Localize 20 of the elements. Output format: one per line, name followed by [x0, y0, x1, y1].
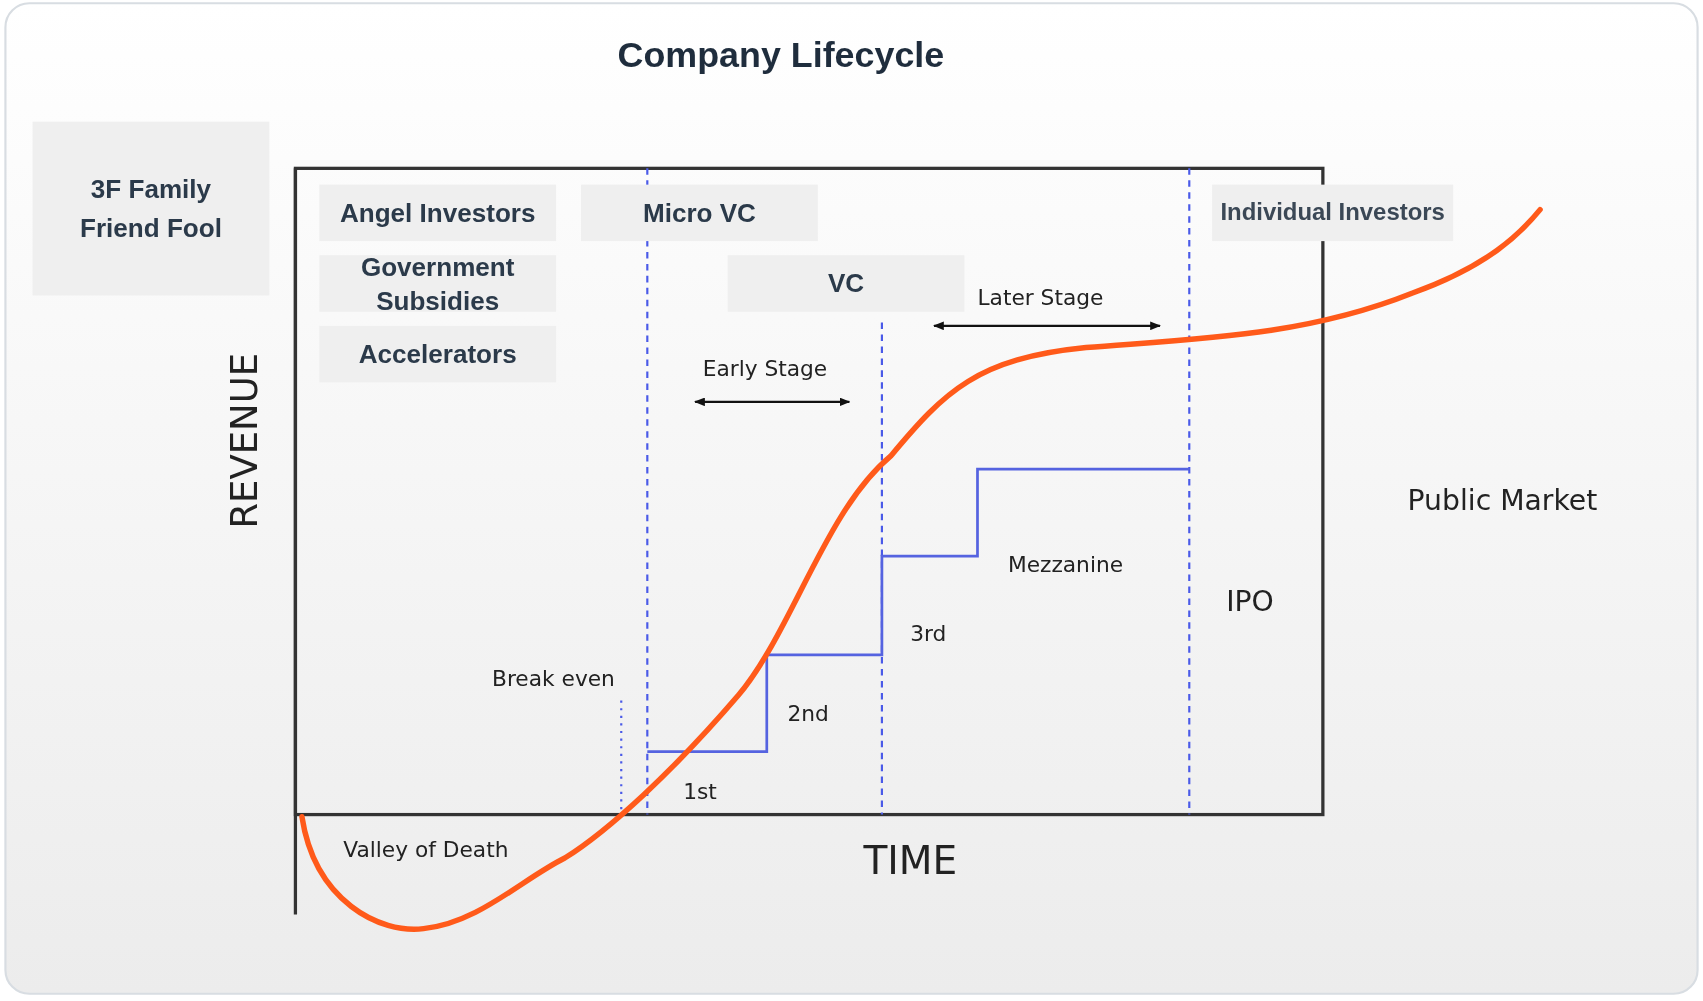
round-label: 3rd — [910, 620, 947, 647]
axis-label: REVENUE — [222, 353, 267, 529]
curve-label: Valley of Death — [343, 836, 509, 863]
round-label: Mezzanine — [1007, 551, 1124, 578]
funding-source-box: Angel Investors — [319, 184, 557, 242]
stage-label: Later Stage — [977, 284, 1104, 311]
axis-label: TIME — [863, 838, 958, 883]
funding-source-box: Government Subsidies — [319, 255, 557, 312]
round-label: 1st — [683, 778, 717, 805]
funding-source-box: VC — [727, 255, 965, 312]
funding-source-box: 3F Family Friend Fool — [32, 121, 270, 296]
market-label: Public Market — [1407, 484, 1598, 517]
round-label: 2nd — [787, 700, 829, 727]
funding-source-box: Accelerators — [319, 325, 557, 383]
funding-source-box: Individual Investors — [1212, 184, 1454, 242]
funding-source-box: Micro VC — [581, 184, 818, 242]
stage-label: IPO — [1226, 585, 1274, 618]
curve-label: Break even — [492, 665, 615, 692]
chart-title: Company Lifecycle — [616, 34, 946, 77]
stage-label: Early Stage — [702, 355, 828, 382]
